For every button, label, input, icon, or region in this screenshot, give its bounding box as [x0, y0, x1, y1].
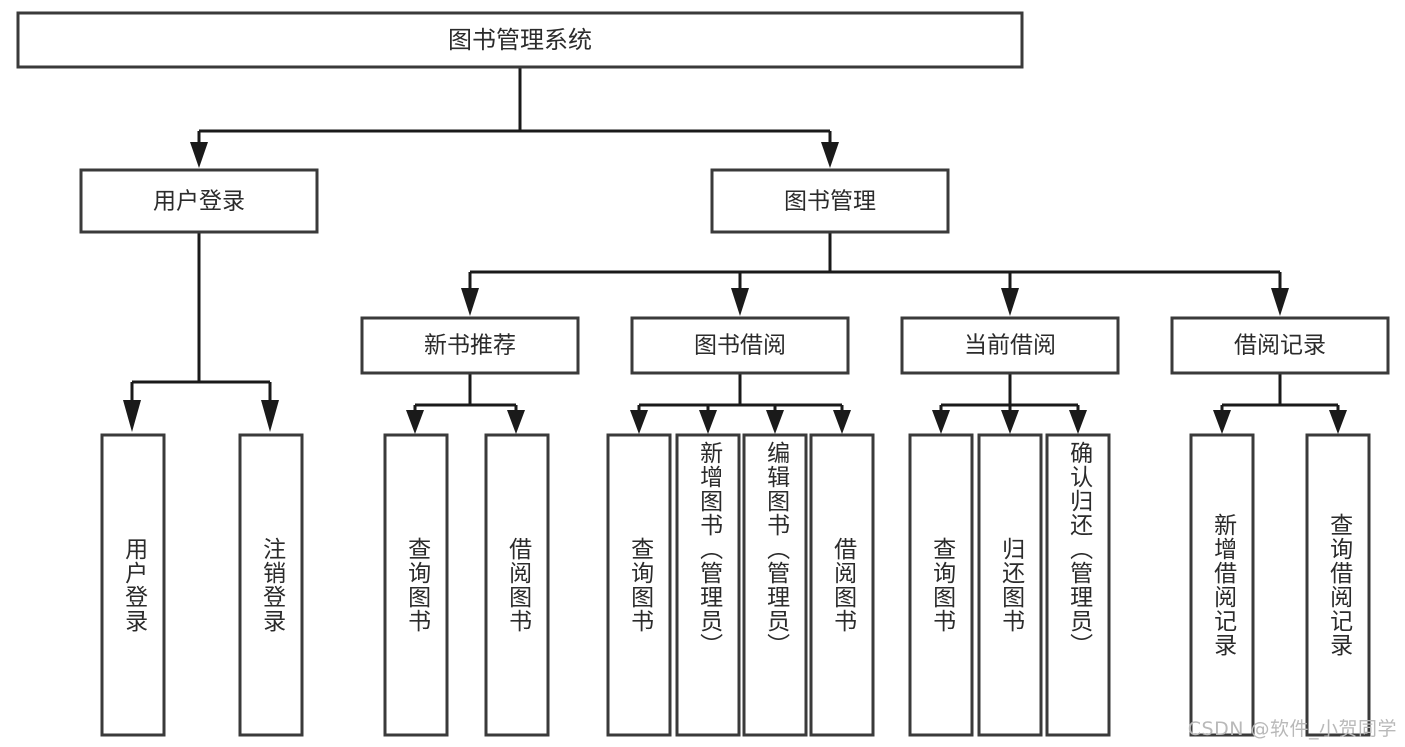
arrow-borrow-leaf-3 [766, 410, 784, 434]
watermark-text: CSDN @软件_小贺同学 [1187, 718, 1397, 740]
node-book-manage[interactable]: 图书管理 [710, 168, 950, 234]
node-user-login-label: 用户登录 [153, 189, 245, 215]
node-borrow-record-label: 借阅记录 [1234, 333, 1326, 359]
leaf-box-query-book-current[interactable] [908, 433, 974, 737]
arrow-to-user-login [190, 142, 208, 168]
node-borrow-record[interactable]: 借阅记录 [1170, 316, 1390, 375]
leaf-box-edit-book-admin[interactable] [742, 433, 808, 737]
arrow-to-user-login-leaf [123, 400, 141, 432]
arrow-borrow-leaf-2 [699, 410, 717, 434]
node-current-borrow-label: 当前借阅 [964, 333, 1056, 359]
arrow-to-book-borrow [731, 288, 749, 316]
node-book-borrow[interactable]: 图书借阅 [630, 316, 850, 375]
arrow-current-leaf-3 [1069, 410, 1087, 434]
node-user-login[interactable]: 用户登录 [79, 168, 319, 234]
arrow-to-new-book [461, 288, 479, 316]
arrow-to-book-manage [821, 142, 839, 168]
leaf-box-layer [100, 433, 1371, 737]
arrow-borrow-leaf-4 [833, 410, 851, 434]
arrow-current-leaf-1 [932, 410, 950, 434]
node-root[interactable]: 图书管理系统 [16, 11, 1024, 69]
leaf-box-add-borrow-record[interactable] [1189, 433, 1255, 737]
node-new-book-recommend[interactable]: 新书推荐 [360, 316, 580, 375]
arrow-newbook-leaf-2 [507, 410, 525, 434]
node-root-label: 图书管理系统 [448, 26, 592, 54]
connector-layer [123, 67, 1347, 434]
leaf-box-query-book-recommend[interactable] [383, 433, 449, 737]
leaf-box-add-book-admin[interactable] [675, 433, 741, 737]
node-new-book-recommend-label: 新书推荐 [424, 333, 516, 359]
leaf-box-logout[interactable] [238, 433, 304, 737]
arrow-to-logout-leaf [261, 400, 279, 432]
node-current-borrow[interactable]: 当前借阅 [900, 316, 1120, 375]
arrow-record-leaf-1 [1213, 410, 1231, 434]
node-book-borrow-box[interactable] [630, 316, 850, 375]
arrow-borrow-leaf-1 [630, 410, 648, 434]
leaf-box-confirm-return-admin[interactable] [1045, 433, 1111, 737]
leaf-box-user-login[interactable] [100, 433, 166, 737]
leaf-box-query-borrow-record[interactable] [1305, 433, 1371, 737]
arrow-newbook-leaf-1 [406, 410, 424, 434]
node-book-manage-box[interactable] [710, 168, 950, 234]
leaf-box-return-book[interactable] [977, 433, 1043, 737]
node-book-borrow-label: 图书借阅 [694, 333, 786, 359]
arrow-to-borrow-record [1271, 288, 1289, 316]
arrow-record-leaf-2 [1329, 410, 1347, 434]
leaf-box-query-book-borrow[interactable] [606, 433, 672, 737]
node-new-book-recommend-box[interactable] [360, 316, 580, 375]
node-book-manage-label: 图书管理 [784, 189, 876, 215]
node-borrow-record-box[interactable] [1170, 316, 1390, 375]
leaf-box-borrow-book-recommend[interactable] [484, 433, 550, 737]
node-user-login-box[interactable] [79, 168, 319, 234]
node-current-borrow-box[interactable] [900, 316, 1120, 375]
arrow-to-current-borrow [1001, 288, 1019, 316]
node-root-box[interactable] [16, 11, 1024, 69]
arrow-current-leaf-2 [1001, 410, 1019, 434]
leaf-box-borrow-book[interactable] [809, 433, 875, 737]
